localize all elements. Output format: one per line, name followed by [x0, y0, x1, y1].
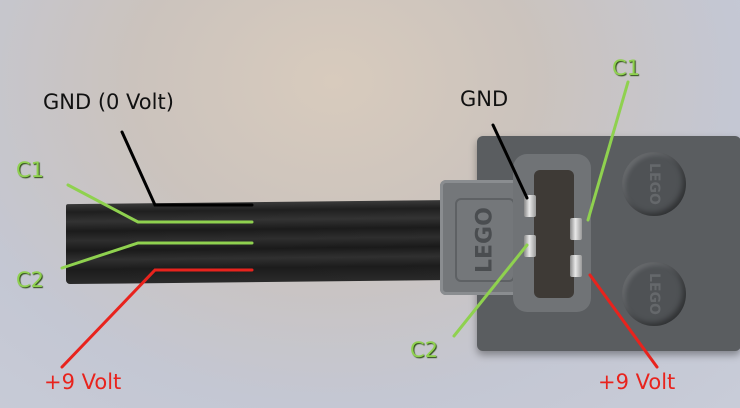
connector-gnd-line: [491, 123, 529, 200]
label-cable-c2: C2: [16, 268, 45, 292]
pin-c1: [570, 218, 582, 240]
pin-c2: [524, 235, 536, 257]
label-cable-gnd: GND (0 Volt): [43, 90, 174, 114]
connector-c1-line: [586, 80, 630, 222]
cable-c1-line: [66, 183, 254, 224]
cable-c2-line: [60, 241, 254, 270]
connector-plug: [440, 180, 526, 295]
label-cable-c1: C1: [16, 158, 45, 182]
label-cable-power: +9 Volt: [44, 370, 122, 394]
label-connector-gnd: GND: [460, 87, 509, 111]
cable-gnd-line: [120, 130, 254, 207]
connector-c2-line: [452, 243, 529, 338]
pin-power: [570, 255, 582, 277]
label-connector-c1: C1: [612, 56, 641, 80]
connector-slot: [534, 170, 574, 298]
stud-top: LEGO: [622, 152, 686, 216]
connector-power-line: [588, 273, 659, 369]
pin-gnd: [524, 195, 536, 217]
stud-bottom: LEGO: [622, 262, 686, 326]
cable-power-line: [60, 268, 254, 369]
label-connector-power: +9 Volt: [598, 370, 676, 394]
label-connector-c2: C2: [410, 338, 439, 362]
